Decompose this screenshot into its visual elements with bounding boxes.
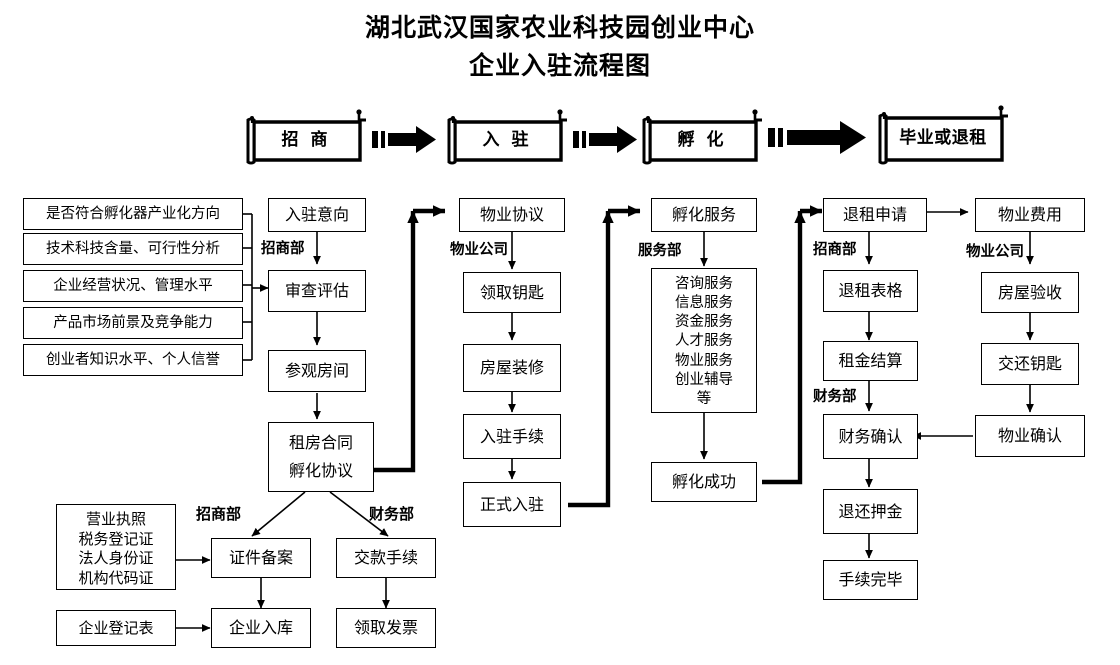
- stage-banner-3[interactable]: 孵 化: [636, 108, 768, 166]
- node-label: 手续完毕: [838, 570, 903, 589]
- service-item: 创业辅导: [675, 371, 733, 388]
- stage-banner-4[interactable]: 毕业或退租: [872, 104, 1014, 166]
- node-label: 参观房间: [284, 361, 349, 380]
- scroll-shape: [447, 109, 567, 165]
- node-rent-settlement[interactable]: 租金结算: [823, 341, 918, 381]
- node-intent[interactable]: 入驻意向: [268, 198, 366, 232]
- document-item: 法人身份证: [78, 549, 154, 567]
- node-exit-form[interactable]: 退租表格: [823, 270, 918, 312]
- scroll-shape: [246, 109, 366, 165]
- node-label: 入驻手续: [479, 426, 544, 446]
- node-get-invoice[interactable]: 领取发票: [336, 608, 436, 648]
- node-label: 交款手续: [353, 548, 418, 567]
- criteria-box-5[interactable]: 创业者知识水平、个人信誉: [23, 344, 243, 376]
- node-renovation[interactable]: 房屋装修: [463, 344, 561, 392]
- node-review[interactable]: 审查评估: [268, 270, 366, 312]
- dept-label-exit-recruit: 招商部: [813, 242, 857, 258]
- criteria-label: 是否符合孵化器产业化方向: [46, 205, 220, 222]
- node-label: 物业确认: [997, 426, 1062, 445]
- node-label: 证件备案: [228, 548, 293, 567]
- criteria-box-4[interactable]: 产品市场前景及竞争能力: [23, 307, 243, 339]
- node-label: 退租表格: [838, 281, 903, 300]
- contract-line-2: 孵化协议: [288, 461, 353, 480]
- dept-label-property-out: 物业公司: [966, 244, 1024, 260]
- dept-label-recruit: 招商部: [261, 241, 305, 257]
- node-label: 交还钥匙: [997, 354, 1062, 373]
- node-label: 正式入驻: [479, 494, 544, 514]
- node-get-keys[interactable]: 领取钥匙: [463, 272, 561, 313]
- node-label: 房屋装修: [479, 358, 544, 377]
- dept-label-property-in: 物业公司: [450, 242, 508, 258]
- node-deposit-refund[interactable]: 退还押金: [823, 489, 918, 534]
- node-label: 审查评估: [284, 281, 349, 300]
- node-label: 入驻意向: [284, 205, 349, 224]
- criteria-label: 产品市场前景及竞争能力: [53, 314, 213, 331]
- criteria-box-1[interactable]: 是否符合孵化器产业化方向: [23, 198, 243, 230]
- node-return-keys[interactable]: 交还钥匙: [981, 343, 1079, 385]
- node-label: 物业协议: [479, 205, 544, 224]
- page-title-line2: 企业入驻流程图: [468, 51, 651, 80]
- document-item: 税务登记证: [78, 529, 154, 548]
- page-title-line1: 湖北武汉国家农业科技园创业中心: [364, 13, 755, 42]
- contract-line-1: 租房合同: [288, 433, 353, 452]
- stage-label: 招 商: [281, 129, 331, 150]
- service-item: 等: [696, 390, 712, 407]
- document-item: 营业执照: [85, 510, 146, 528]
- node-label: 领取钥匙: [479, 282, 544, 302]
- node-move-in-procedure[interactable]: 入驻手续: [463, 414, 561, 459]
- node-finance-confirm[interactable]: 财务确认: [823, 414, 918, 459]
- criteria-box-3[interactable]: 企业经营状况、管理水平: [23, 270, 243, 302]
- stage-banner-1[interactable]: 招 商: [240, 108, 372, 166]
- dept-label-bottom-finance: 财务部: [369, 505, 415, 523]
- node-label: 退还押金: [838, 501, 903, 521]
- node-label: 孵化服务: [671, 205, 736, 224]
- node-property-confirm[interactable]: 物业确认: [975, 415, 1085, 457]
- criteria-label: 技术科技含量、可行性分析: [46, 240, 220, 257]
- service-item: 资金服务: [675, 314, 733, 331]
- criteria-label: 企业经营状况、管理水平: [53, 277, 213, 294]
- node-label: 企业登记表: [78, 618, 154, 637]
- stage-label: 孵 化: [677, 129, 727, 150]
- node-contract[interactable]: 租房合同 孵化协议: [268, 422, 374, 492]
- node-payment-procedure[interactable]: 交款手续: [336, 538, 436, 578]
- criteria-box-2[interactable]: 技术科技含量、可行性分析: [23, 233, 243, 265]
- node-label: 孵化成功: [671, 472, 736, 491]
- node-document-filing[interactable]: 证件备案: [211, 538, 311, 578]
- scroll-shape: [642, 109, 762, 165]
- node-documents[interactable]: 营业执照 税务登记证 法人身份证 机构代码证: [56, 504, 176, 590]
- node-exit-application[interactable]: 退租申请: [823, 198, 927, 232]
- dept-label-service: 服务部: [638, 243, 682, 259]
- stage-label: 入 驻: [482, 129, 532, 150]
- node-incubation-success[interactable]: 孵化成功: [651, 462, 757, 502]
- service-item: 人才服务: [675, 333, 733, 350]
- node-register-form[interactable]: 企业登记表: [56, 610, 176, 646]
- dept-label-bottom-recruit: 招商部: [196, 505, 242, 523]
- node-property-agreement[interactable]: 物业协议: [459, 198, 565, 232]
- node-label: 企业入库: [228, 618, 293, 637]
- service-item: 物业服务: [675, 352, 733, 369]
- document-item: 机构代码证: [78, 568, 154, 587]
- scroll-shape: [878, 105, 1008, 165]
- node-official-move-in[interactable]: 正式入驻: [463, 482, 561, 527]
- criteria-label: 创业者知识水平、个人信誉: [46, 351, 220, 368]
- service-item: 咨询服务: [675, 276, 733, 292]
- stage-banner-2[interactable]: 入 驻: [441, 108, 573, 166]
- node-label: 退租申请: [842, 205, 907, 224]
- node-property-fee[interactable]: 物业费用: [975, 198, 1085, 232]
- node-label: 租金结算: [838, 351, 903, 370]
- node-incubation-service[interactable]: 孵化服务: [651, 198, 757, 232]
- node-procedure-complete[interactable]: 手续完毕: [823, 560, 918, 600]
- node-label: 房屋验收: [997, 282, 1062, 302]
- stage-label: 毕业或退租: [899, 127, 987, 148]
- node-label: 物业费用: [997, 205, 1062, 224]
- node-label: 领取发票: [353, 618, 418, 637]
- service-item: 信息服务: [675, 295, 733, 312]
- node-enterprise-registry[interactable]: 企业入库: [211, 608, 311, 648]
- node-visit-room[interactable]: 参观房间: [268, 350, 366, 392]
- node-service-list[interactable]: 咨询服务 信息服务 资金服务 人才服务 物业服务 创业辅导 等: [651, 268, 757, 413]
- node-house-inspection[interactable]: 房屋验收: [981, 272, 1079, 313]
- node-label: 财务确认: [838, 426, 903, 446]
- dept-label-exit-finance: 财务部: [813, 389, 857, 405]
